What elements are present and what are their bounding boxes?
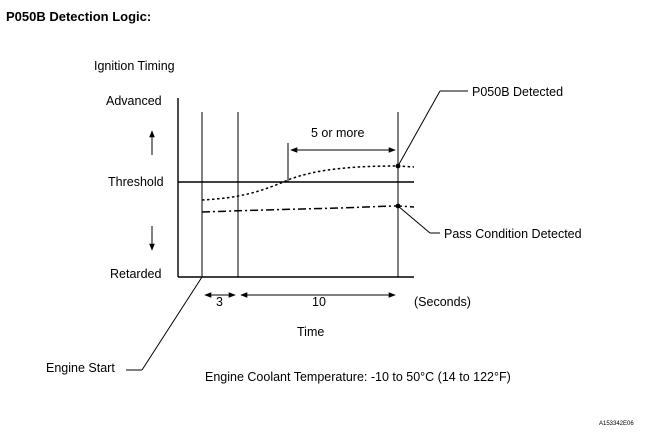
- min-duration-label: 5 or more: [311, 126, 365, 140]
- fail-curve: [201, 165, 415, 201]
- seconds-unit-label: (Seconds): [414, 295, 471, 309]
- y-axis-label: Ignition Timing: [94, 59, 175, 73]
- p050b-detected-label: P050B Detected: [472, 85, 563, 99]
- figure-code: A153342E06: [599, 421, 634, 427]
- y-label-threshold: Threshold: [108, 175, 164, 189]
- x-axis-label: Time: [297, 325, 324, 339]
- segment-3-label: 3: [216, 295, 223, 309]
- segment-10-label: 10: [312, 295, 326, 309]
- y-label-advanced: Advanced: [106, 94, 162, 108]
- pass-condition-label: Pass Condition Detected: [444, 227, 582, 241]
- diagram-title: P050B Detection Logic:: [6, 9, 151, 24]
- coolant-condition-label: Engine Coolant Temperature: -10 to 50°C …: [205, 370, 511, 384]
- pass-leader: [397, 205, 431, 234]
- engine-start-label: Engine Start: [46, 361, 115, 375]
- detected-leader: [397, 90, 441, 167]
- engine-start-leader: [141, 276, 203, 371]
- y-label-retarded: Retarded: [110, 267, 161, 281]
- pass-curve: [201, 205, 415, 213]
